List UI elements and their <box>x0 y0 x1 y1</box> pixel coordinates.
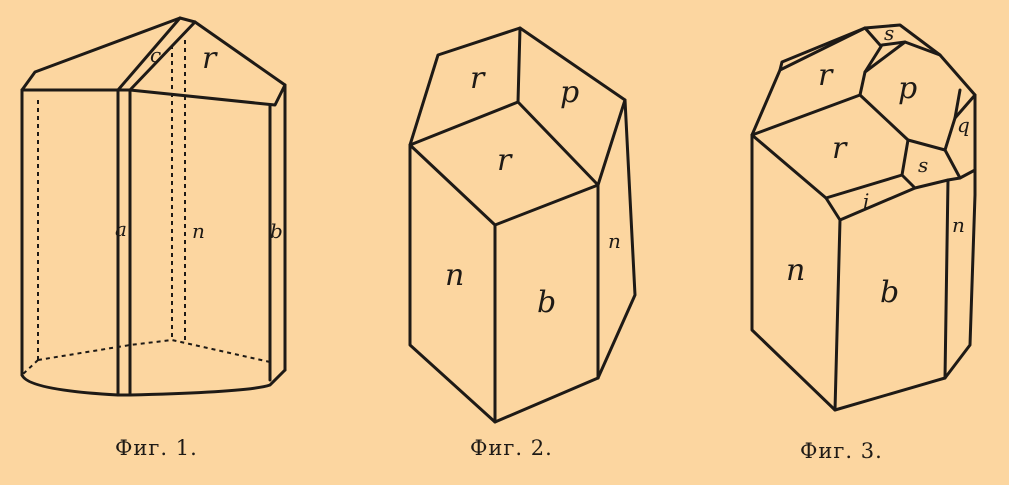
figure-3-crystal <box>750 23 977 412</box>
fig2-face-n-right: n <box>608 229 621 253</box>
fig2-face-b: b <box>537 285 556 320</box>
fig3-face-n-left: n <box>786 253 805 288</box>
fig3-face-n-right: n <box>952 213 965 237</box>
fig2-caption: Фиг. 2. <box>470 436 553 460</box>
figure-1-prism <box>20 16 287 397</box>
fig1-face-c: c <box>150 43 161 67</box>
fig3-caption: Фиг. 3. <box>800 439 883 463</box>
fig3-face-p: p <box>898 71 917 106</box>
fig3-face-r-top: r <box>818 58 834 93</box>
fig3-face-q: q <box>957 113 970 137</box>
fig1-face-b: b <box>270 219 283 243</box>
fig2-face-r-top: r <box>470 61 486 96</box>
fig2-face-n-left: n <box>445 258 464 293</box>
fig2-face-r-front: r <box>497 143 513 178</box>
fig3-face-i: i <box>863 189 869 213</box>
fig3-face-r-front: r <box>832 131 848 166</box>
fig1-face-r: r <box>202 41 218 76</box>
figure-2-crystal <box>408 26 637 424</box>
fig1-face-n: n <box>192 219 205 243</box>
fig1-caption: Фиг. 1. <box>115 436 198 460</box>
fig1-face-a: a <box>115 217 127 241</box>
fig3-face-s-top: s <box>884 21 894 45</box>
fig3-face-b: b <box>880 275 899 310</box>
fig3-face-s: s <box>918 153 928 177</box>
fig2-face-p: p <box>560 75 579 110</box>
